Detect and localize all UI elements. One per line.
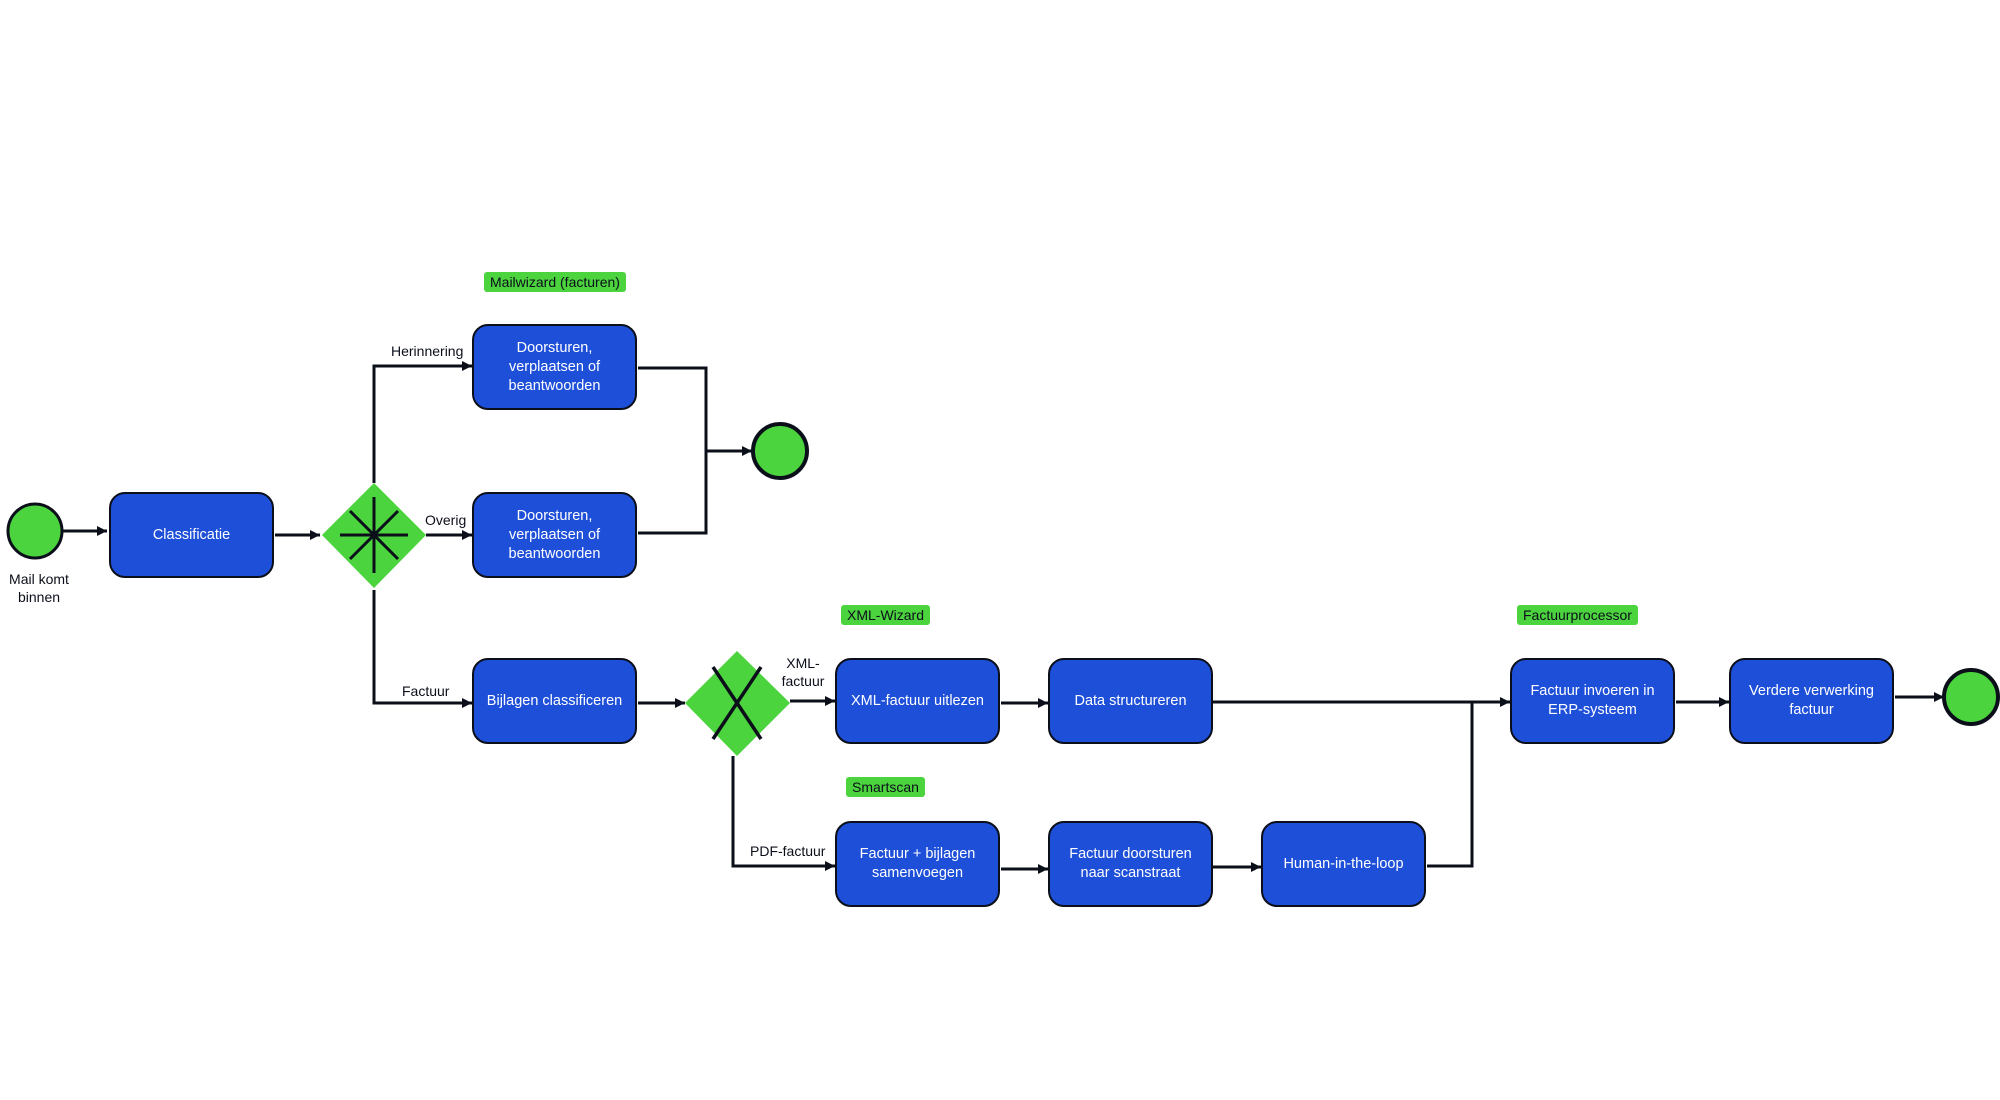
flow-factuur: [372, 590, 472, 708]
task-doorsturen-overig[interactable]: Doorsturen, verplaatsen of beantwoorden: [472, 492, 637, 578]
flow-herinnering: [372, 361, 472, 483]
flow-doorsturen-1-merge: [638, 366, 708, 535]
task-human-in-the-loop[interactable]: Human-in-the-loop: [1261, 821, 1426, 907]
flow-label-overig: Overig: [425, 512, 467, 528]
flow-label-pdf-factuur: PDF-factuur: [750, 843, 826, 859]
flow-label-herinnering: Herinnering: [391, 343, 464, 359]
task-factuur-doorsturen-scanstraat[interactable]: Factuur doorsturen naar scanstraat: [1048, 821, 1213, 907]
flow-hitl-to-merge: [1427, 702, 1474, 868]
task-factuur-bijlagen-samenvoegen[interactable]: Factuur + bijlagen samenvoegen: [835, 821, 1000, 907]
flow-label-factuur: Factuur: [402, 683, 450, 699]
gateway-factuur-type: [685, 651, 790, 756]
task-xml-factuur-uitlezen[interactable]: XML-factuur uitlezen: [835, 658, 1000, 744]
sequence-flows: [63, 361, 1944, 874]
tag-xml-wizard: XML-Wizard: [841, 605, 931, 625]
tag-factuurprocessor: Factuurprocessor: [1517, 605, 1638, 625]
end-event-factuur: [1942, 668, 2000, 726]
tag-smartscan: Smartscan: [846, 777, 925, 797]
start-event-label: Mail komt binnen: [9, 571, 69, 605]
task-doorsturen-herinnering[interactable]: Doorsturen, verplaatsen of beantwoorden: [472, 324, 637, 410]
tag-mailwizard: Mailwizard (facturen): [484, 272, 626, 292]
task-classificatie[interactable]: Classificatie: [109, 492, 274, 578]
gateway-classificatie: [322, 483, 426, 588]
end-event-mailwizard: [751, 422, 809, 480]
asterisk-gateway-icon: [340, 497, 408, 573]
task-bijlagen-classificeren[interactable]: Bijlagen classificeren: [472, 658, 637, 744]
task-verdere-verwerking[interactable]: Verdere verwerking factuur: [1729, 658, 1894, 744]
task-data-structureren[interactable]: Data structureren: [1048, 658, 1213, 744]
task-factuur-invoeren-erp[interactable]: Factuur invoeren in ERP-systeem: [1510, 658, 1675, 744]
x-gateway-icon: [711, 666, 763, 740]
flow-pdf-factuur: [731, 756, 835, 871]
flow-label-xml-factuur: XML-factuur: [781, 655, 825, 689]
start-event: [6, 502, 64, 560]
